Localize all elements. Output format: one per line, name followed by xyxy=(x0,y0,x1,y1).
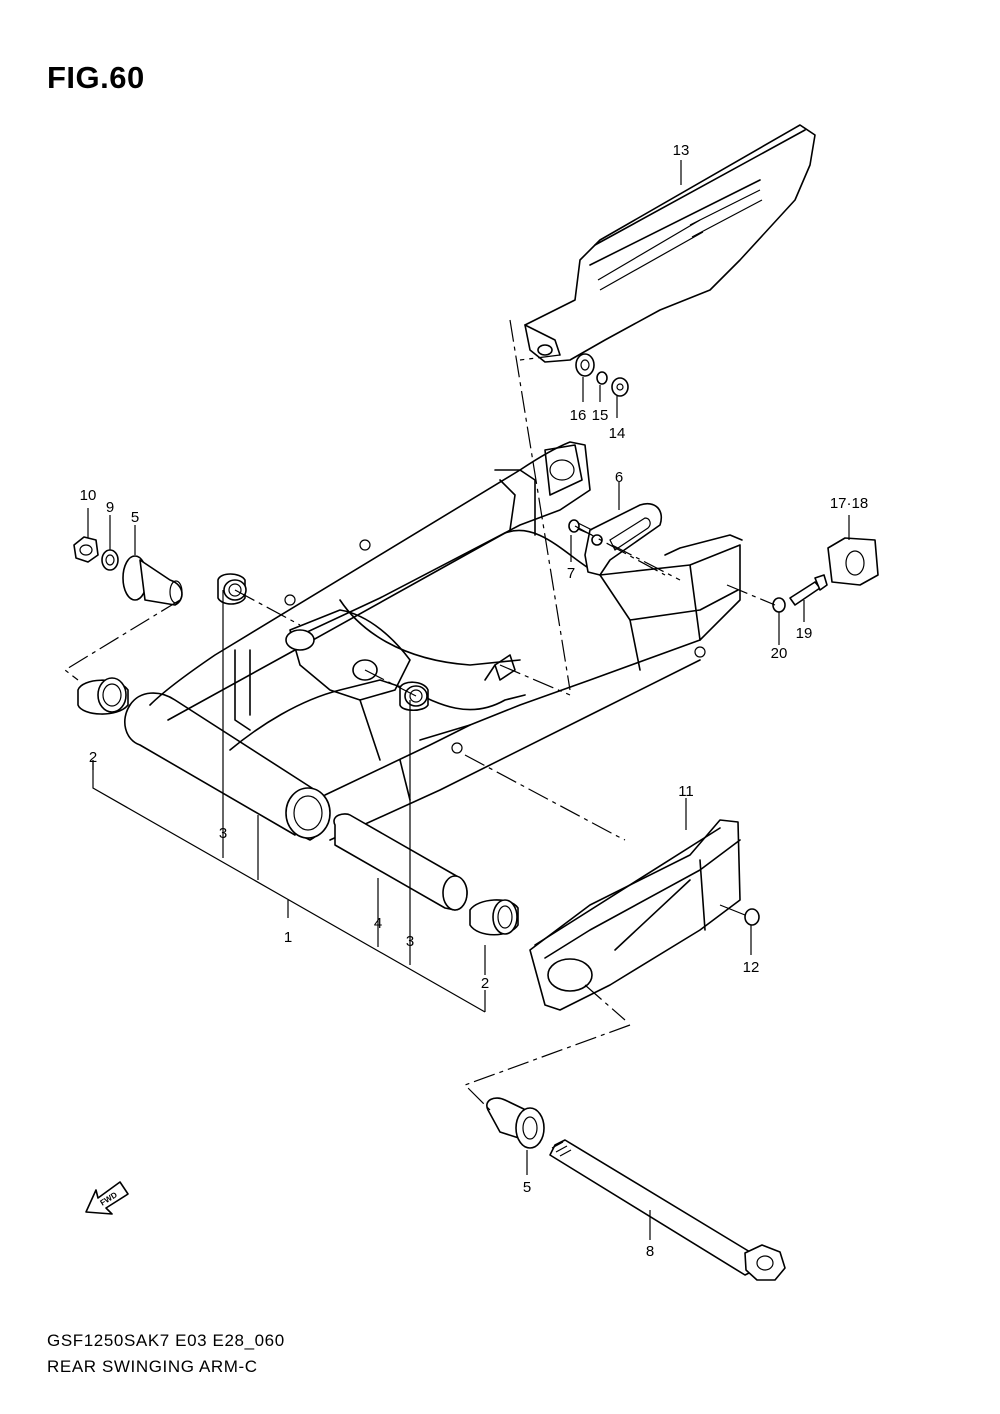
callout-12: 12 xyxy=(743,959,760,976)
spacer-tube xyxy=(333,813,468,911)
needle-bearing-upper xyxy=(217,573,247,605)
spacer-lower xyxy=(486,1097,545,1149)
callout-leaders xyxy=(87,160,850,1240)
spacer-upper xyxy=(122,555,183,606)
buffer-bolt xyxy=(719,904,760,926)
callout-2-left: 2 xyxy=(89,749,97,766)
mounting-hardware xyxy=(575,353,629,397)
callout-17-18: 17·18 xyxy=(830,495,868,512)
callout-14: 14 xyxy=(609,425,626,442)
model-code: GSF1250SAK7 E03 E28_060 xyxy=(47,1331,285,1350)
adjuster-bolt xyxy=(789,574,828,606)
callout-9: 9 xyxy=(106,499,114,516)
bolt-small xyxy=(568,519,593,536)
callout-10: 10 xyxy=(80,487,97,504)
chain-buffer xyxy=(529,819,741,1011)
nut xyxy=(73,536,99,563)
swing-arm xyxy=(124,441,743,841)
callout-1: 1 xyxy=(284,929,292,946)
washer xyxy=(101,549,119,571)
callout-7: 7 xyxy=(567,565,575,582)
callout-16: 16 xyxy=(570,407,587,424)
callout-3-left: 3 xyxy=(219,825,227,842)
figure-title: FIG.60 xyxy=(47,60,145,95)
callout-5-lower: 5 xyxy=(523,1179,531,1196)
callout-labels: 2 1 2 3 3 4 5 5 6 7 8 9 10 11 12 13 14 1… xyxy=(80,142,869,1260)
callout-13: 13 xyxy=(673,142,690,159)
callout-3-right: 3 xyxy=(406,933,414,950)
fwd-arrow: FWD xyxy=(85,1181,129,1215)
callout-15: 15 xyxy=(592,407,609,424)
callout-6: 6 xyxy=(615,469,623,486)
callout-2-right: 2 xyxy=(481,975,489,992)
callout-4: 4 xyxy=(374,915,382,932)
bearing-left xyxy=(77,677,129,715)
callout-19: 19 xyxy=(796,625,813,642)
alignment-lines xyxy=(63,319,776,1111)
chain-case xyxy=(524,124,816,363)
adjuster-block xyxy=(827,537,879,586)
callout-5-upper: 5 xyxy=(131,509,139,526)
callout-20: 20 xyxy=(771,645,788,662)
chain-adjuster-plate xyxy=(584,503,662,576)
section-name: REAR SWINGING ARM-C xyxy=(47,1357,258,1376)
callout-8: 8 xyxy=(646,1243,654,1260)
pivot-shaft xyxy=(549,1139,786,1281)
callout-11: 11 xyxy=(678,783,694,800)
needle-bearing-mid xyxy=(399,681,429,712)
bearing-right xyxy=(469,899,519,936)
